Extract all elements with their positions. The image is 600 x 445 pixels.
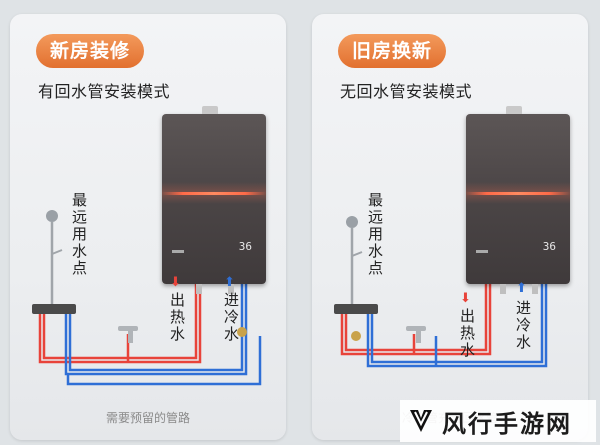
panel-old-house: 旧房换新 无回水管安装模式 36 最远用水点 <box>312 14 588 440</box>
heater-logo <box>172 250 184 253</box>
panel-mode-title: 有回水管安装模式 <box>38 82 171 101</box>
far-point-label: 最远用水点 <box>366 192 384 277</box>
hot-out-label: 出热水 <box>458 308 476 359</box>
mixing-valve <box>334 304 378 314</box>
valve-icon <box>237 327 247 337</box>
watermark: 风行手游网 <box>400 400 596 442</box>
shower-head-icon <box>346 216 363 310</box>
mixing-valve <box>32 304 76 314</box>
heater-logo <box>476 250 488 253</box>
watermark-text: 风行手游网 <box>442 409 572 438</box>
faucet-icon <box>118 326 138 343</box>
panel-new-house: 新房装修 有回水管安装模式 36 <box>10 14 286 440</box>
shower-head-icon <box>46 210 63 310</box>
hot-water-pipe <box>340 284 492 356</box>
watermark-logo-icon <box>410 410 432 432</box>
pipe-diagram <box>32 210 262 386</box>
panel-tag: 新房装修 <box>36 34 145 68</box>
valve-icon <box>351 331 361 341</box>
pipe-diagram <box>334 216 548 368</box>
cold-in-label: 进冷水 <box>514 300 532 351</box>
water-heater: 36 <box>466 106 570 294</box>
far-point-label: 最远用水点 <box>70 192 88 277</box>
panel-tag: 旧房换新 <box>338 34 447 68</box>
cold-water-pipe <box>366 284 548 368</box>
arrow-up-icon: ⬆ <box>224 275 235 290</box>
heater-display: 36 <box>238 240 252 253</box>
hot-out-label: 出热水 <box>168 292 186 343</box>
panel-mode-title: 无回水管安装模式 <box>340 82 473 101</box>
arrow-down-icon: ⬇ <box>170 275 181 290</box>
faucet-icon <box>406 326 426 343</box>
panel-caption: 需要预留的管路 <box>105 411 190 425</box>
cold-in-label: 进冷水 <box>222 292 240 343</box>
arrow-down-icon: ⬇ <box>460 291 471 306</box>
arrow-up-icon: ⬆ <box>516 281 527 296</box>
water-heater: 36 <box>162 106 266 294</box>
heater-display: 36 <box>542 240 556 253</box>
